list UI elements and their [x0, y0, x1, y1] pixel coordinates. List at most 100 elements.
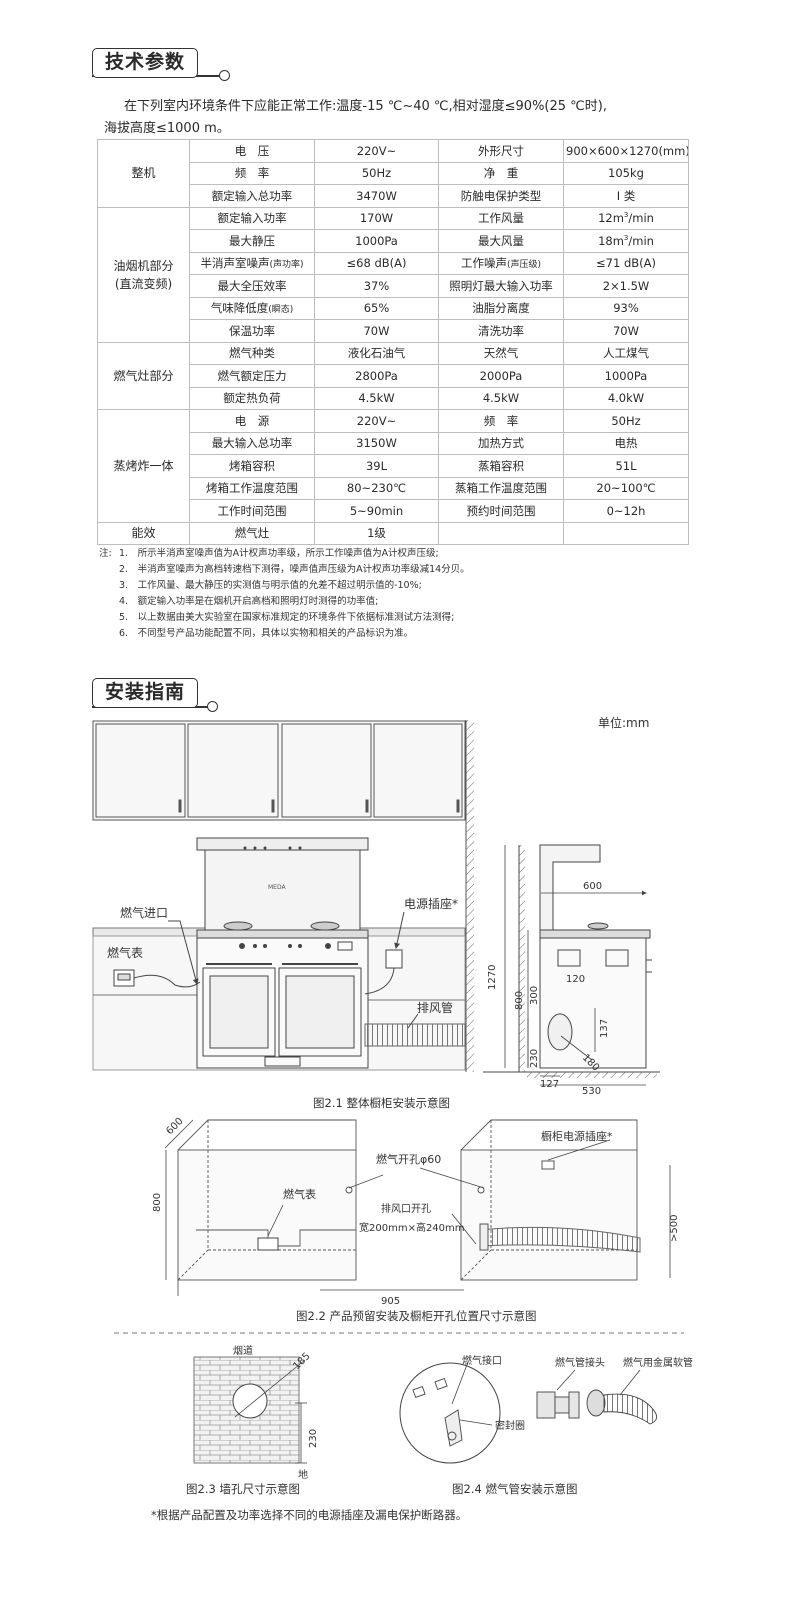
- group-label: 整机: [97, 139, 190, 208]
- name-part: 半消声室噪声: [200, 256, 270, 271]
- label-hose: 燃气用金属软管: [623, 1356, 693, 1369]
- notes-label: 注:: [99, 548, 112, 559]
- param-name: 外形尺寸: [438, 139, 564, 163]
- param-name: 最大风量: [438, 229, 564, 253]
- name-part: 工作噪声: [460, 256, 507, 271]
- diameter-line: [234, 1359, 306, 1418]
- intro-line-1: 在下列室内环境条件下应能正常工作:温度-15 ℃~40 ℃,相对湿度≤90%(2…: [124, 99, 607, 114]
- figure-caption: 图2.4 燃气管安装示意图: [452, 1482, 577, 1496]
- footer-note: *根据产品配置及功率选择不同的电源插座及漏电保护断路器。: [151, 1508, 467, 1522]
- note-item: 5. 以上数据由美大实验室在国家标准规定的环境条件下依据标准测试方法测得;: [119, 612, 455, 623]
- param-name: 最大输入总功率: [189, 431, 315, 455]
- name-note: (声功率): [269, 260, 304, 271]
- dim-600: 600: [583, 881, 602, 892]
- leader-line: [556, 1369, 576, 1391]
- param-value: 65%: [314, 296, 439, 320]
- note-item: 3. 工作风量、最大静压的实测值与明示值的允差不超过明示值的-10%;: [119, 580, 422, 591]
- value-part: /min: [628, 211, 654, 226]
- dim-127: 127: [540, 1079, 559, 1090]
- title-ring: [219, 70, 230, 81]
- connector-icon: [536, 1391, 580, 1419]
- param-name: 气味降低度(瞬态): [189, 296, 315, 320]
- label-flue: 烟道: [233, 1344, 253, 1357]
- label-gas-meter: 燃气表: [283, 1187, 316, 1201]
- table-row: 最大静压 1000Pa 最大风量 18m3/min: [98, 229, 689, 253]
- table-row: 最大全压效率 37% 照明灯最大输入功率 2×1.5W: [98, 274, 689, 298]
- table-row: 燃气额定压力 2800Pa 2000Pa 1000Pa: [98, 364, 689, 388]
- dim-300: 300: [529, 986, 540, 1005]
- group-label: 油烟机部分(直流变频): [97, 206, 190, 343]
- gas-port-closeup: [412, 1377, 463, 1447]
- label-exhaust-pipe: 排风管: [417, 1000, 453, 1015]
- exhaust-pipe-icon: [364, 1023, 466, 1047]
- param-name: 照明灯最大输入功率: [438, 274, 564, 298]
- intro-text: 在下列室内环境条件下应能正常工作:温度-15 ℃~40 ℃,相对湿度≤90%(2…: [104, 96, 704, 140]
- param-value: 1000Pa: [314, 229, 439, 253]
- dim-230: 230: [529, 1049, 540, 1068]
- table-row: 频 率 50Hz 净 重 105kg: [98, 161, 689, 185]
- metal-hose-icon: [586, 1389, 658, 1425]
- label-gas-port: 燃气接口: [462, 1354, 502, 1367]
- note-item: 4. 额定输入功率是在烟机开启高档和照明灯时测得的功率值;: [119, 596, 379, 607]
- param-value: 1级: [314, 521, 439, 545]
- value-part: 12m: [598, 211, 624, 226]
- label-ground: 地: [298, 1468, 308, 1481]
- param-name: 防触电保护类型: [438, 184, 564, 208]
- cabinet-socket-icon: [541, 1160, 555, 1170]
- cabinet-right-3d: [460, 1119, 638, 1281]
- appliance-front: [196, 837, 369, 1069]
- note-item: 2. 半消声室噪声为高档转速档下测得，噪声值声压级为A计权声功率级减14分贝。: [119, 564, 470, 575]
- param-name: 电 压: [189, 139, 315, 163]
- leader-line: [619, 1369, 641, 1396]
- param-value: 105kg: [563, 161, 689, 185]
- leader-line: [168, 920, 199, 985]
- value-part: 18m: [598, 233, 624, 248]
- note-item: 1. 所示半消声室噪声值为A计权声功率级，所示工作噪声值为A计权声压级;: [119, 548, 439, 559]
- param-value: 220V~: [314, 139, 439, 163]
- param-name: 最大静压: [189, 229, 315, 253]
- table-row: 能效 燃气灶 1级: [97, 521, 689, 545]
- name-part: 气味降低度: [210, 301, 269, 316]
- leader-line: [459, 1419, 493, 1426]
- value-sup: 3: [623, 211, 629, 220]
- gas-meter-icon: [113, 969, 201, 988]
- dim-230: 230: [308, 1429, 319, 1448]
- group-label: 能效: [97, 521, 190, 545]
- wall-cabinets: [92, 720, 466, 821]
- label-exhaust-size: 宽200mm×高240mm: [359, 1221, 465, 1234]
- param-name: 频 率: [189, 161, 315, 185]
- exhaust-opening-icon: [479, 1223, 489, 1251]
- group-label: 蒸烤炸一体: [97, 409, 190, 523]
- wall-hole: [232, 1383, 268, 1419]
- label-gas-hole: 燃气开孔φ60: [376, 1152, 441, 1166]
- dim-600: 600: [164, 1116, 185, 1137]
- figure-caption: 图2.2 产品预留安装及橱柜开孔位置尺寸示意图: [296, 1309, 536, 1323]
- param-value: 18m3/min: [563, 229, 689, 253]
- brand-logo: MEDA: [268, 884, 286, 891]
- title-ring: [207, 701, 218, 712]
- zoom-circle: [399, 1362, 501, 1464]
- param-name: 额定输入功率: [189, 206, 315, 230]
- table-row: 整机 电 压 220V~ 外形尺寸 900×600×1270(mm): [97, 139, 689, 208]
- param-value: 39L: [314, 454, 439, 478]
- param-value: I 类: [563, 184, 689, 208]
- leader-line: [407, 1013, 419, 1029]
- name-note: (瞬态): [268, 305, 294, 316]
- figure-caption: 图2.1 整体橱柜安装示意图: [313, 1096, 450, 1110]
- fig2-dimensions: [164, 1119, 671, 1296]
- name-note: (声压级): [506, 260, 542, 271]
- section-title-specs: 技术参数: [92, 48, 199, 78]
- label-exhaust-hole: 排风口开孔: [381, 1202, 431, 1215]
- dim-905: 905: [381, 1296, 400, 1307]
- param-name: 预约时间范围: [438, 499, 564, 523]
- group-label-line: (直流变频): [114, 276, 173, 291]
- knob-icons: [239, 846, 353, 951]
- burner-icons: [223, 921, 340, 931]
- param-value: 3470W: [314, 184, 439, 208]
- leader-line: [451, 1361, 469, 1405]
- value-part: /min: [628, 233, 654, 248]
- table-row: 烤箱工作温度范围 80~230℃ 蒸箱工作温度范围 20~100℃: [98, 476, 689, 500]
- dim-1270: 1270: [487, 965, 498, 990]
- param-value: 80~230℃: [314, 476, 439, 500]
